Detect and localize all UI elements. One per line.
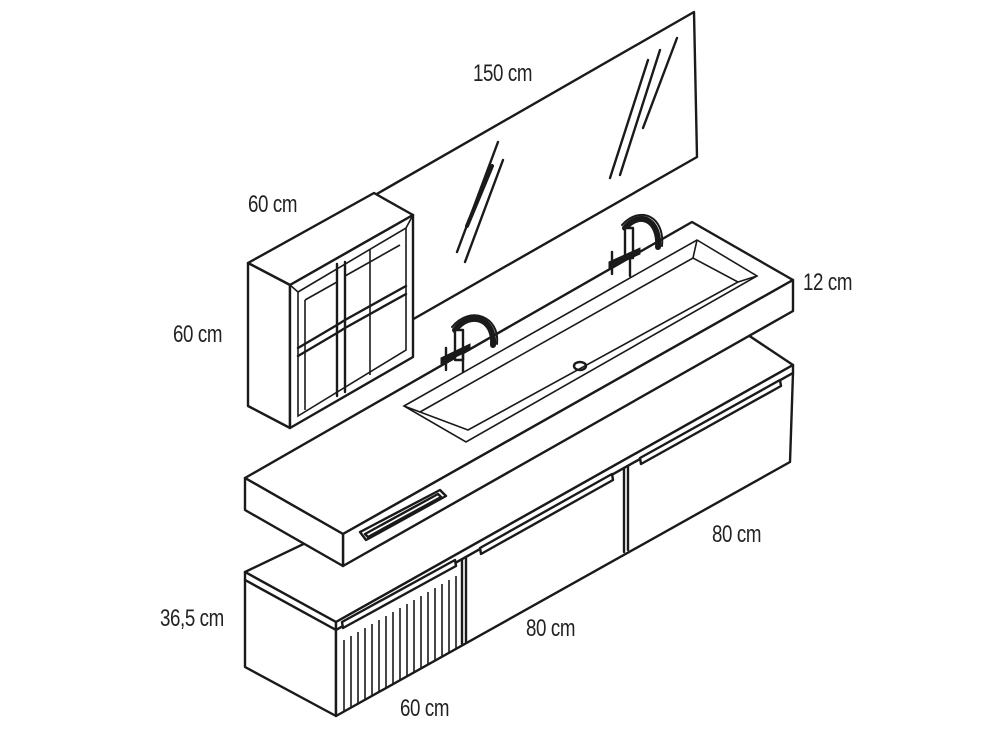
cabinet-height-label: 60 cm [173,321,223,348]
unit-mid-width-label: 80 cm [526,615,576,642]
mirror-width-label: 150 cm [473,60,533,87]
fluted-door [343,576,457,712]
wall-cabinet [246,191,415,430]
basin-height-label: 12 cm [803,269,853,296]
base-unit [243,331,795,718]
unit-left-width-label: 60 cm [400,695,450,722]
unit-height-label: 36,5 cm [160,605,224,632]
faucet-left [440,314,499,374]
cabinet-width-label: 60 cm [248,191,298,218]
unit-right-width-label: 80 cm [712,521,762,548]
countertop [243,220,795,568]
faucet-right [608,214,664,278]
